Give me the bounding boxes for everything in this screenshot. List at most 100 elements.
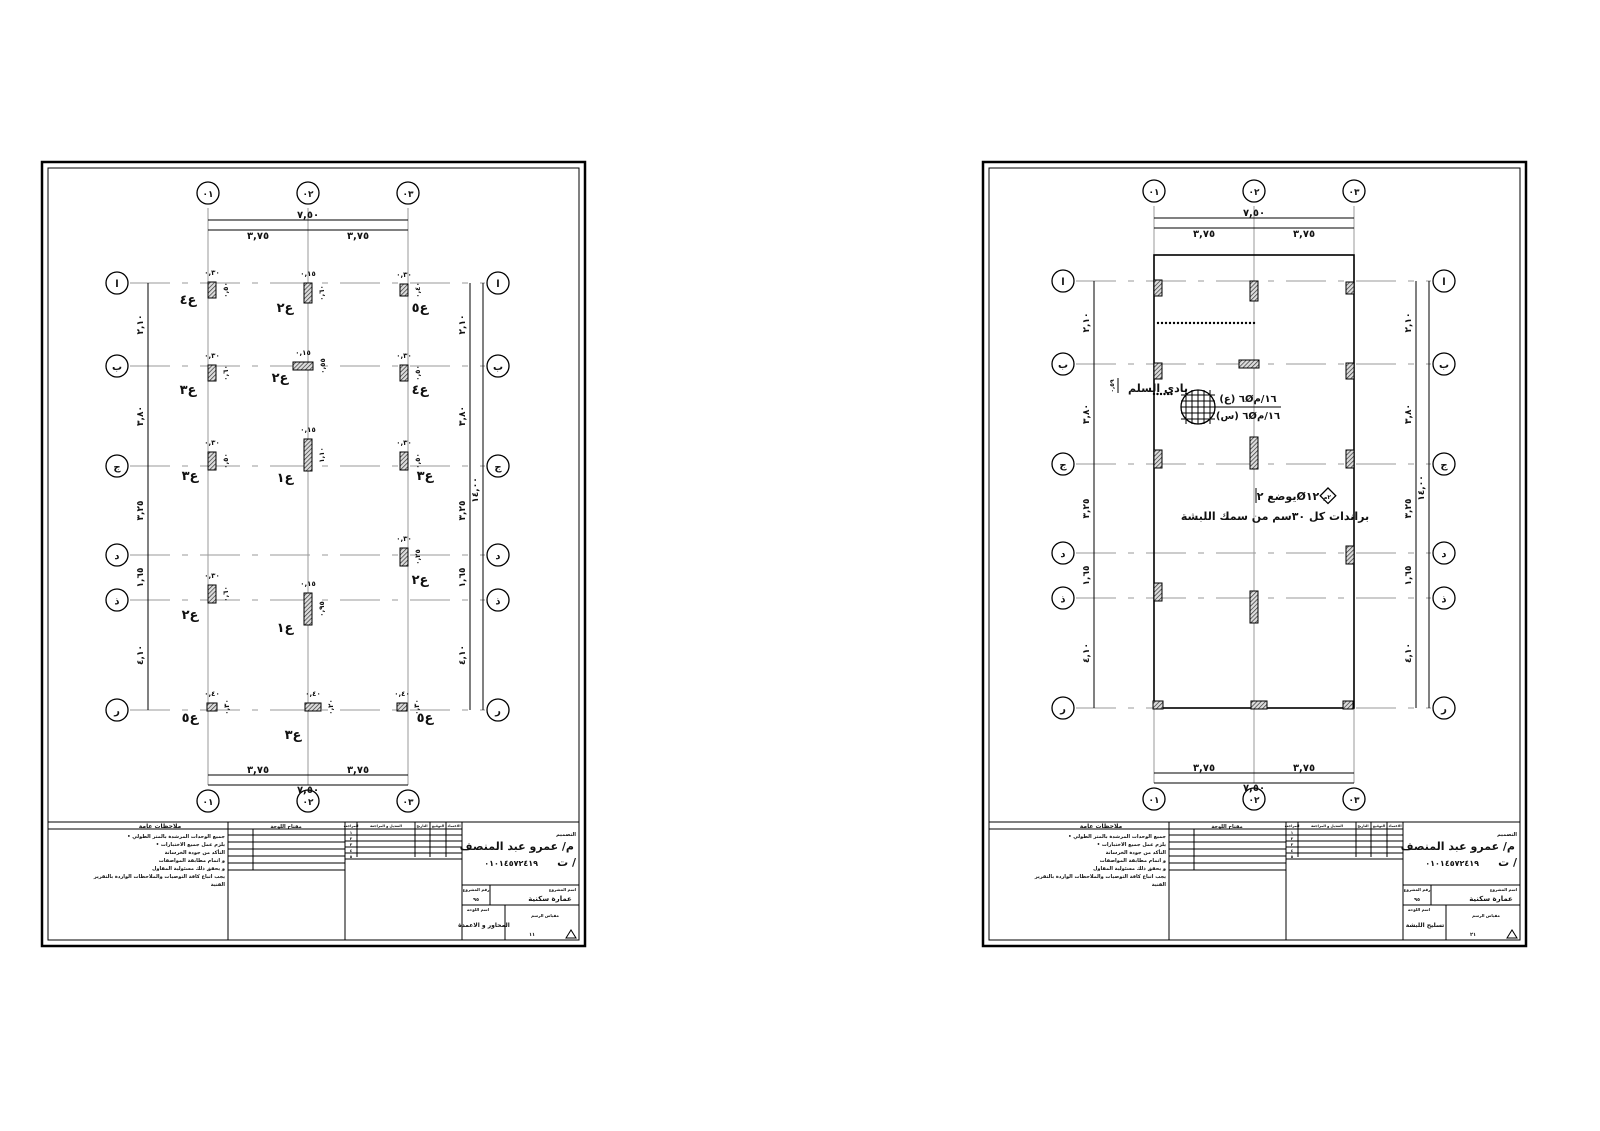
rev-number: ٣ [350,842,353,847]
column [1345,449,1355,469]
dimension-span: ٣,٧٥ [1193,763,1215,774]
axis-label-column: ٠٢ [303,798,314,808]
axis-bubble [396,181,420,205]
axis-label-column: ٠١ [1149,188,1160,198]
axis-bubble [1432,452,1456,476]
column [1249,590,1259,624]
note-line: • جميع الوحدات المرشدة بالمتر الطولي [1068,834,1166,840]
axis-label-row: ذ [1441,594,1446,605]
project-name: عمارة سكنية [528,895,572,903]
rebar-dot [1188,321,1192,325]
rebar-dot [1252,321,1256,325]
rev-header: المراجعة [1285,824,1300,828]
rev-header: التاريخ [416,824,427,828]
note-line: الفنية [211,882,226,888]
key-header: مفتاح اللوحة [270,824,301,830]
column [207,281,217,299]
column-dim-width: ٠,١٥ [295,349,310,357]
rebar-dot [1244,321,1248,325]
axis-bubble [1051,269,1075,293]
column [1153,582,1163,602]
engineer-name: م/ عمرو عبد المنصف [460,840,574,853]
column-tag: ع٥ [182,711,200,726]
rebar-dot [1208,321,1212,325]
rebar-dot [1224,321,1228,325]
rev-header: التعديل و المراجعة [370,824,402,828]
column-tag: ع٤ [412,383,430,398]
axis-label-row: ج [1440,460,1448,471]
axis-bubble [486,588,510,612]
column [1345,362,1355,380]
notes-header: ملاحظات عامة [1080,823,1123,830]
column [1152,700,1164,710]
rebar-dot [1159,392,1163,396]
column [1249,436,1259,470]
column-dim-depth: ٠,٢٥ [414,549,422,564]
rebar-dot [1168,321,1172,325]
axis-bubble [1051,696,1075,720]
dimension-row-span: ٢,١٠ [1082,313,1092,333]
dimension-row-span: ٤,١٠ [458,645,468,665]
dotted-rebar-line [1152,321,1256,396]
column-dim-width: ٠,٣٠ [204,269,219,277]
column [399,451,409,471]
axis-bubble [1432,541,1456,565]
column-dim-width: ٠,٣٠ [396,271,411,279]
dimension-row-span: ١,٦٥ [136,568,146,588]
dimension-row-span: ٣,٢٥ [1404,499,1414,519]
sheet-label: اسم اللوحة [1408,907,1431,912]
rebar-dot [1180,321,1184,325]
column [1238,359,1260,369]
rebar-dot [1156,392,1159,396]
column [1345,281,1355,295]
title-block [47,821,580,941]
axis-bubble [1242,787,1266,811]
sheet-label: اسم اللوحة [467,907,490,912]
designer-label: التصميم [556,832,576,838]
axis-bubble [486,454,510,478]
axis-label-row: ر [494,706,501,717]
rebar-bottom-label: (س) ٦Ø١٦/م [1216,410,1280,422]
axis-label-row: ب [1439,360,1449,371]
rebar-dot [1192,321,1196,325]
designer-label: التصميم [1497,832,1517,838]
axis-label-row: د [1441,549,1446,560]
column-dim-width: ٠,٣٠ [396,535,411,543]
dimension-row-span: ٤,١٠ [1082,643,1092,663]
note-line-2: براندات كل ٣٠سم من سمك اللبشة [1181,510,1369,523]
rev-header: المراجعة [344,824,359,828]
column [1153,362,1163,380]
rebar-dot [1156,321,1160,325]
column [303,282,313,304]
project-no-label: رقم المشروع [1404,887,1431,892]
column-dim-width: ٠,٣٠ [396,439,411,447]
rebar-dot [1164,321,1168,325]
rebar-dot [1163,392,1166,396]
axis-label-row: ذ [114,596,119,607]
rebar-dot [1216,321,1220,325]
column-dim-depth: ٠,٢٠ [327,699,335,714]
column-tag: ع٢ [182,608,200,623]
north-triangle-icon [565,929,577,939]
column-dim-depth: ٠,٥٠ [222,453,230,468]
note-line: • يلزم عمل جميع الاختبارات [1097,842,1166,848]
column-tag: ع٥ [412,301,430,316]
column-tag: ع٤ [180,293,198,308]
axis-label-row: ب [1058,360,1068,371]
rev-number: ١ [350,830,352,835]
dimension-total-width: ٧,٥٠ [1243,208,1265,219]
rev-number: ١ [1291,830,1293,835]
rebar-dot [1160,321,1164,325]
rebar-dot [1204,321,1208,325]
axis-bubble [486,698,510,722]
axis-bubble [196,181,220,205]
axis-bubble [1051,452,1075,476]
column [1153,279,1163,297]
note-line: و يحقق ذلك مسئولية المقاول [1093,866,1166,872]
dimension-total-width: ٧,٥٠ [1243,783,1265,794]
column-tag: ع٣ [417,469,435,484]
project-no-label: رقم المشروع [463,887,490,892]
axis-label-column: ٠٢ [303,190,314,200]
axis-bubble [1051,541,1075,565]
